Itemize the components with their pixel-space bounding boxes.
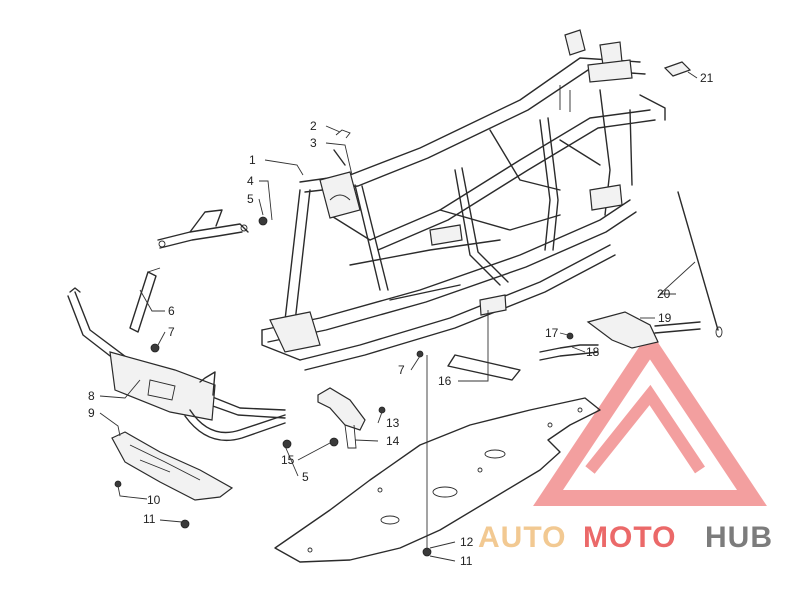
watermark-part-1: AUTO [478, 521, 566, 554]
callout-20: 20 [657, 287, 671, 301]
hardware-fasteners [114, 216, 574, 557]
callout-3: 3 [310, 136, 317, 150]
callout-1: 1 [249, 153, 256, 167]
rear-plate [447, 354, 521, 381]
rear-rod [677, 191, 723, 338]
callout-15: 15 [281, 453, 295, 467]
mid-bracket [317, 387, 366, 449]
main-frame [261, 29, 666, 371]
front-skid-plate [111, 431, 234, 501]
callout-9: 9 [88, 406, 95, 420]
callout-labels: 1 2 3 4 5 5 6 7 7 8 9 10 11 11 12 13 14 … [88, 71, 714, 568]
callout-18: 18 [586, 345, 600, 359]
callout-11-front: 11 [143, 512, 156, 526]
callout-7-front: 7 [168, 325, 175, 339]
callout-16: 16 [438, 374, 452, 388]
watermark-part-2: MOTO [583, 521, 676, 554]
callout-19: 19 [658, 311, 672, 325]
callout-2: 2 [310, 119, 317, 133]
callout-11-rear: 11 [460, 554, 473, 568]
callout-8: 8 [88, 389, 95, 403]
front-upper-bracket [157, 209, 249, 249]
main-skid-plate [274, 397, 601, 563]
callout-17: 17 [545, 326, 559, 340]
callout-4: 4 [247, 174, 254, 188]
callout-5-upper: 5 [247, 192, 254, 206]
front-bumper [67, 287, 286, 442]
callout-6: 6 [168, 304, 175, 318]
leader-lines [99, 71, 698, 562]
watermark-part-3: HUB [705, 521, 773, 554]
rear-pad [663, 61, 692, 77]
callout-13: 13 [386, 416, 400, 430]
front-strut [129, 267, 161, 333]
latch-hardware [333, 129, 351, 166]
callout-21: 21 [700, 71, 714, 85]
callout-12: 12 [460, 535, 474, 549]
watermark-logo [533, 330, 767, 506]
callout-7-mid: 7 [398, 363, 405, 377]
callout-5-lower: 5 [302, 470, 309, 484]
callout-10: 10 [147, 493, 161, 507]
watermark-text: AUTO MOTO HUB [478, 521, 773, 554]
rear-bracket [539, 311, 701, 361]
callout-14: 14 [386, 434, 400, 448]
